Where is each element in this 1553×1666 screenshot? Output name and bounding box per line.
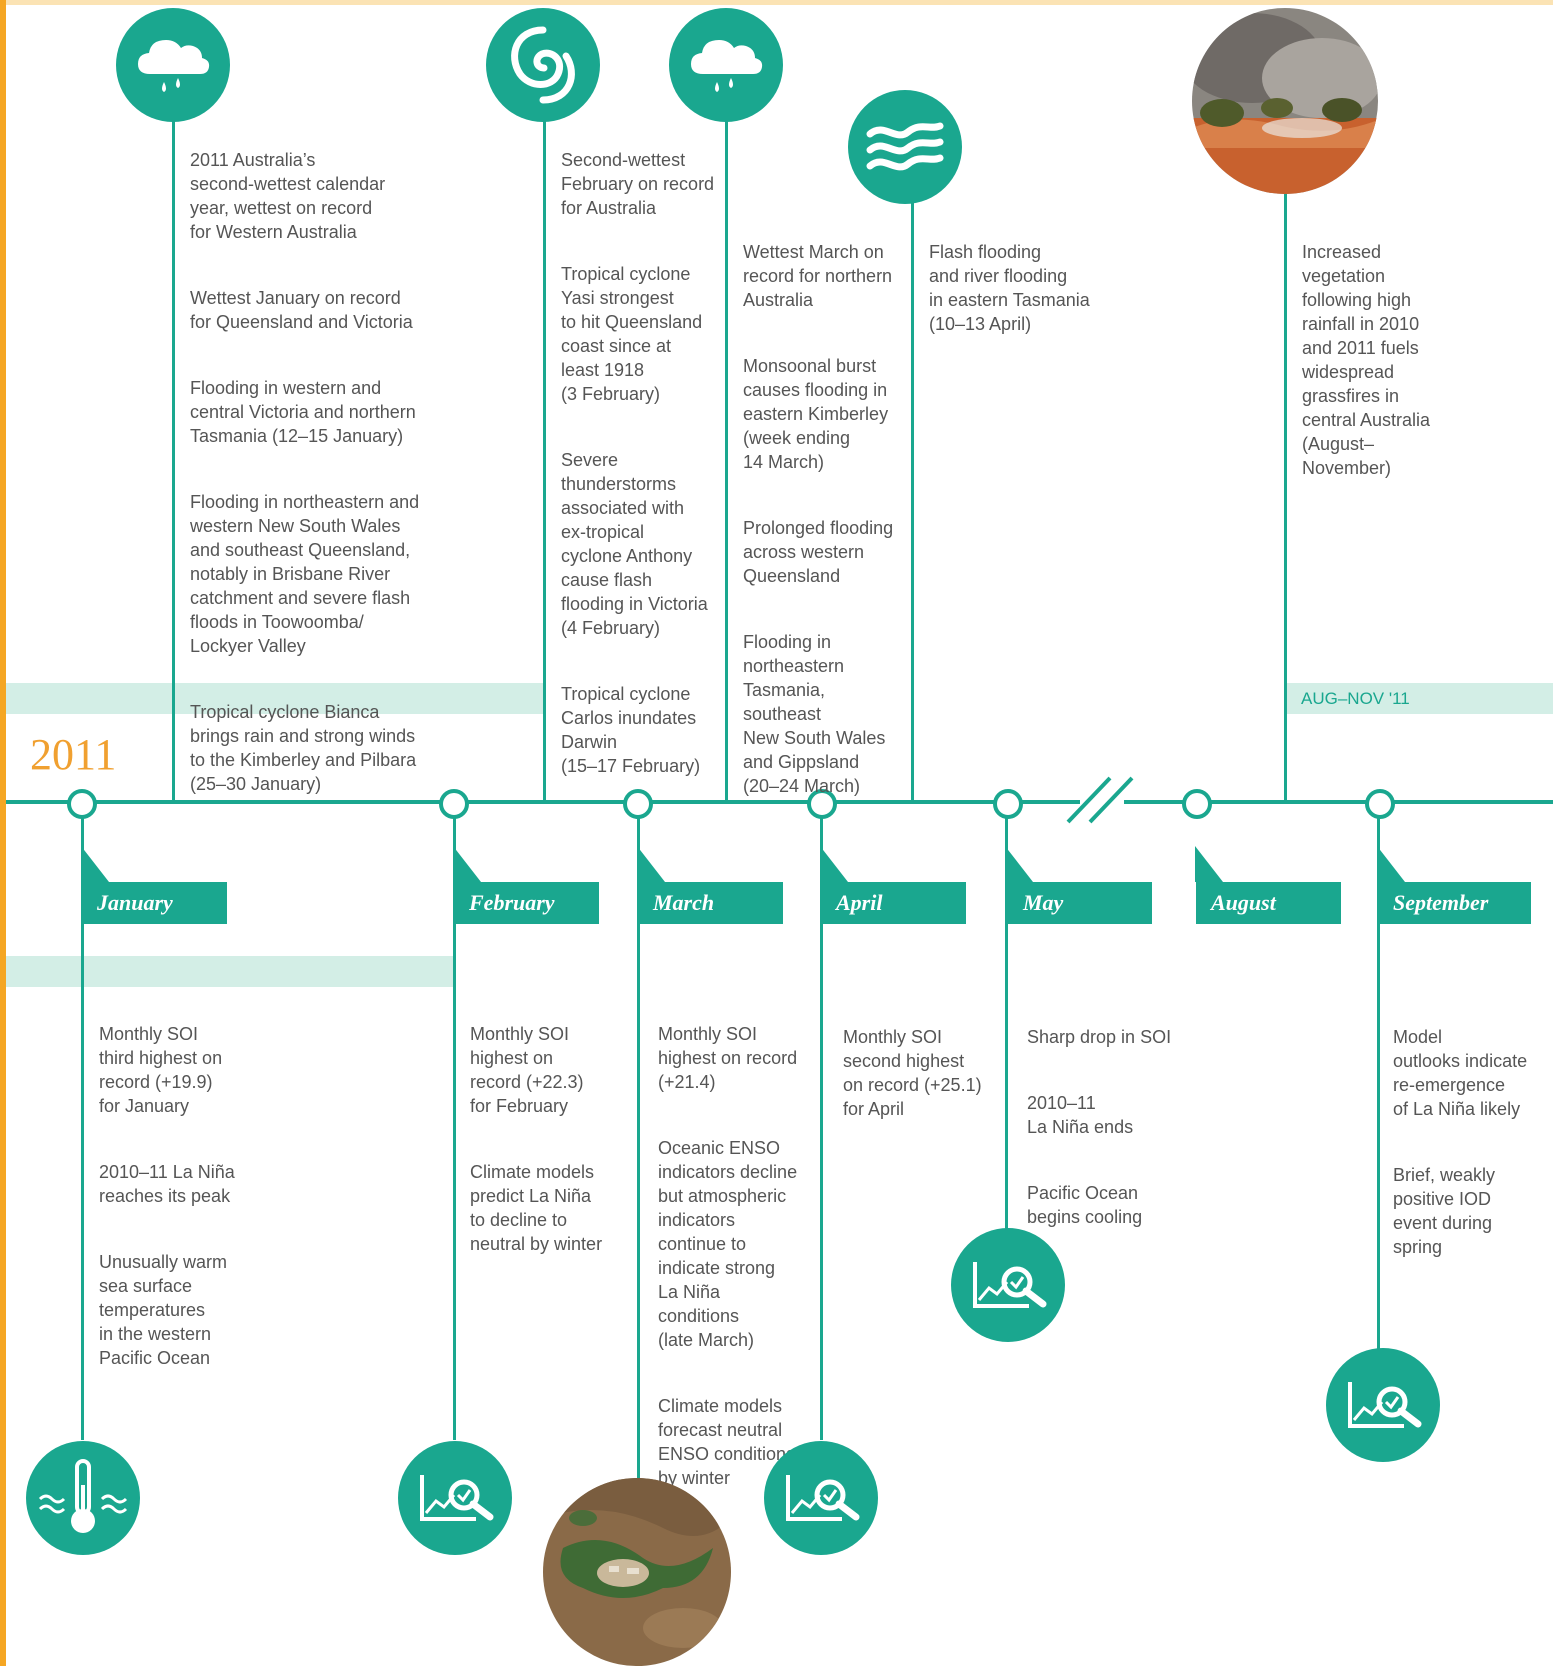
event-text: 2010–11 La Niña reaches its peak — [99, 1162, 235, 1206]
timeline-axis — [6, 800, 1553, 804]
cyclone-icon — [486, 8, 600, 122]
events-april-climate: Monthly SOI second highest on record (+2… — [843, 1001, 1003, 1163]
node-may — [993, 789, 1023, 819]
events-august-weather: Increased vegetation following high rain… — [1302, 216, 1472, 522]
chart-magnifier-icon — [951, 1228, 1065, 1342]
year-label: 2011 — [30, 730, 117, 779]
event-text: Increased vegetation following high rain… — [1302, 242, 1431, 478]
events-september-climate: Model outlooks indicate re-emergence of … — [1393, 1001, 1553, 1301]
events-march-climate: Monthly SOI highest on record (+21.4) Oc… — [658, 998, 818, 1532]
flag-tab-august — [1195, 846, 1223, 882]
event-text: Tropical cyclone Yasi strongest to hit Q… — [561, 264, 703, 404]
event-text: Tropical cyclone Bianca brings rain and … — [190, 702, 417, 794]
flag-tab-february — [453, 846, 481, 882]
upper-connector-jan — [172, 113, 175, 803]
event-text: Climate models predict La Niña to declin… — [470, 1162, 603, 1254]
event-text: Monthly SOI highest on record (+21.4) — [658, 1024, 798, 1092]
node-february — [439, 789, 469, 819]
event-text: Unusually warm sea surface temperatures … — [99, 1252, 228, 1368]
top-band-aug — [1286, 683, 1553, 714]
event-text: Monthly SOI highest on record (+22.3) fo… — [470, 1024, 584, 1116]
lower-connector-may — [1005, 800, 1008, 1240]
events-march-weather: Wettest March on record for northern Aus… — [743, 216, 913, 840]
month-label-march: March — [638, 882, 783, 924]
upper-connector-feb2 — [725, 113, 728, 803]
event-text: Monsoonal burst causes flooding in easte… — [743, 356, 889, 472]
month-label-january: January — [82, 882, 227, 924]
events-may-climate: Sharp drop in SOI 2010–11 La Niña ends P… — [1027, 1001, 1197, 1271]
event-text: Monthly SOI third highest on record (+19… — [99, 1024, 223, 1116]
event-text: Prolonged flooding across western Queens… — [743, 518, 894, 586]
event-text: Oceanic ENSO indicators decline but atmo… — [658, 1138, 798, 1350]
flag-tab-march — [637, 846, 665, 882]
event-text: Tropical cyclone Carlos inundates Darwin… — [561, 684, 701, 776]
chart-magnifier-icon — [764, 1441, 878, 1555]
events-january-climate: Monthly SOI third highest on record (+19… — [99, 998, 259, 1412]
flag-tab-april — [820, 846, 848, 882]
bottom-band-jan — [6, 956, 454, 987]
event-text: Flooding in northeastern Tasmania, south… — [743, 632, 886, 796]
event-text: Severe thunderstorms associated with ex-… — [561, 450, 708, 638]
events-january-weather: 2011 Australia’s second-wettest calendar… — [190, 124, 490, 838]
month-label-april: April — [821, 882, 966, 924]
upper-connector-mar — [911, 200, 914, 803]
node-august — [1182, 789, 1212, 819]
lower-connector-sep — [1377, 800, 1380, 1360]
month-label-february: February — [454, 882, 599, 924]
rain-cloud-icon — [669, 8, 783, 122]
event-text: Wettest January on record for Queensland… — [190, 288, 413, 332]
month-label-august: August — [1196, 882, 1341, 924]
event-text: 2010–11 La Niña ends — [1027, 1093, 1134, 1137]
event-text: Flooding in northeastern and western New… — [190, 492, 420, 656]
node-january — [67, 789, 97, 819]
event-text: Wettest March on record for northern Aus… — [743, 242, 893, 310]
event-text: Brief, weakly positive IOD event during … — [1393, 1165, 1496, 1257]
event-text: Monthly SOI second highest on record (+2… — [843, 1027, 982, 1119]
lower-connector-jan — [81, 800, 84, 1440]
event-text: Sharp drop in SOI — [1027, 1027, 1172, 1047]
chart-magnifier-icon — [1326, 1348, 1440, 1462]
bushfire-photo — [1192, 8, 1378, 194]
event-text: Flooding in western and central Victoria… — [190, 378, 416, 446]
waves-icon — [848, 90, 962, 204]
node-march — [623, 789, 653, 819]
month-label-may: May — [1006, 882, 1152, 924]
events-april-weather: Flash flooding and river flooding in eas… — [929, 216, 1119, 378]
lower-connector-feb — [453, 800, 456, 1440]
flag-tab-may — [1005, 846, 1033, 882]
upper-connector-feb1 — [543, 113, 546, 803]
events-february-weather: Second-wettest February on record for Au… — [561, 124, 731, 820]
lower-connector-mar — [637, 800, 640, 1480]
flood-photo — [543, 1478, 731, 1666]
flag-tab-january — [81, 846, 109, 882]
events-february-climate: Monthly SOI highest on record (+22.3) fo… — [470, 998, 630, 1298]
event-text: Pacific Ocean begins cooling — [1027, 1183, 1143, 1227]
left-border — [0, 0, 6, 1666]
event-text: Model outlooks indicate re-emergence of … — [1393, 1027, 1528, 1119]
event-text: 2011 Australia’s second-wettest calendar… — [190, 150, 386, 242]
timeline-break-mark — [1066, 776, 1134, 824]
event-text: Climate models forecast neutral ENSO con… — [658, 1396, 796, 1488]
lower-connector-apr — [820, 800, 823, 1440]
upper-connector-aug — [1284, 180, 1287, 803]
month-label-september: September — [1378, 882, 1531, 924]
chart-magnifier-icon — [398, 1441, 512, 1555]
rain-cloud-icon — [116, 8, 230, 122]
node-april — [807, 789, 837, 819]
event-text: Flash flooding and river flooding in eas… — [929, 242, 1090, 334]
band-label: AUG–NOV '11 — [1301, 689, 1410, 708]
event-text: Second-wettest February on record for Au… — [561, 150, 715, 218]
node-september — [1365, 789, 1395, 819]
top-band-jan — [6, 683, 544, 714]
flag-tab-september — [1377, 846, 1405, 882]
sea-temperature-icon — [26, 1441, 140, 1555]
top-border — [0, 0, 1553, 5]
